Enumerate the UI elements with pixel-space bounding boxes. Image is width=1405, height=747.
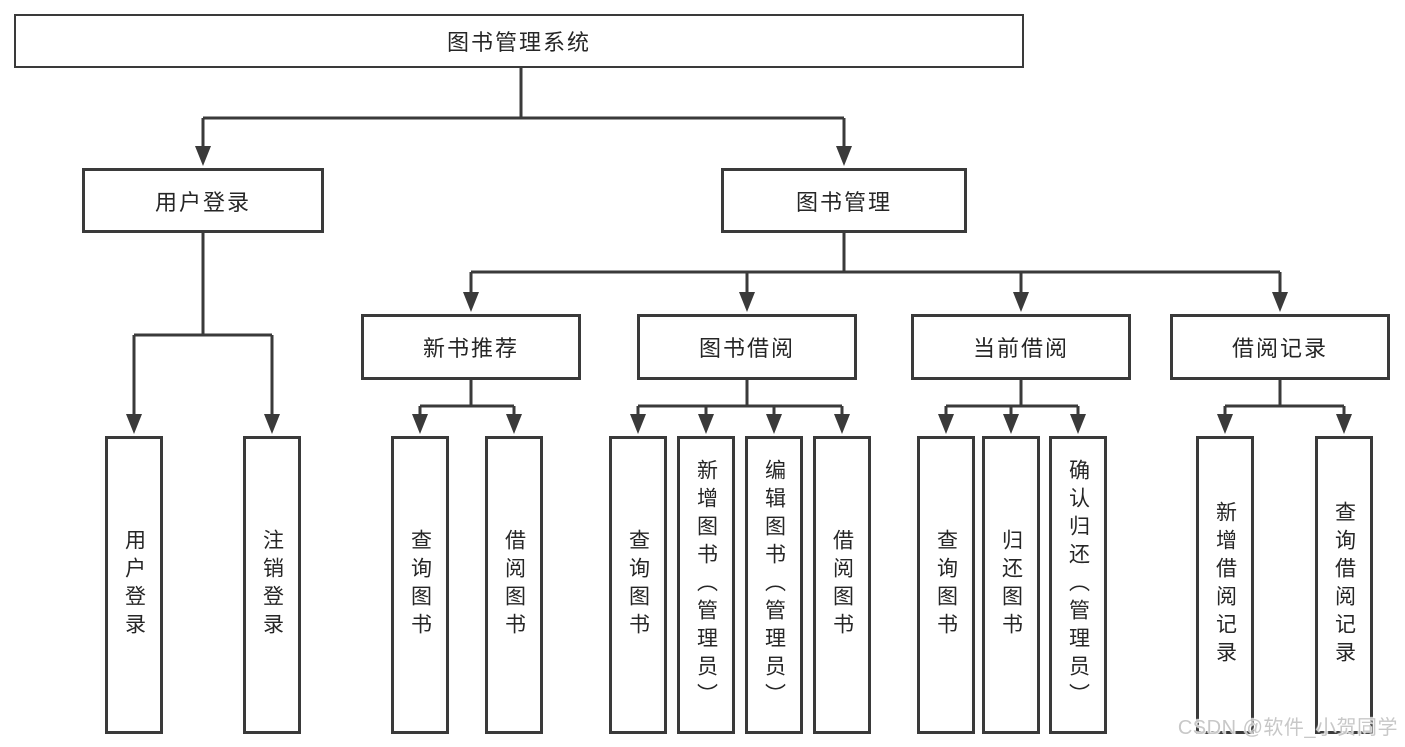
arrow-down-icon [938, 414, 954, 434]
node-label: 图书管理系统 [446, 30, 591, 55]
node-new-book-recommendation: 新书推荐 [361, 314, 581, 380]
node-borrowing-records: 借阅记录 [1170, 314, 1390, 380]
node-book-borrowing: 图书借阅 [637, 314, 857, 380]
leaf-label: 注销登录 [260, 529, 284, 641]
leaf-label: 查询借阅记录 [1332, 501, 1356, 669]
connector-path [132, 68, 1346, 418]
arrow-down-icon [836, 146, 852, 166]
node-book-management: 图书管理 [721, 168, 967, 233]
arrow-down-icon [630, 414, 646, 434]
arrow-down-icon [1272, 292, 1288, 312]
arrow-down-icon [126, 414, 142, 434]
node-label: 当前借阅 [972, 336, 1069, 361]
leaf-label: 用户登录 [122, 529, 146, 641]
arrow-down-icon [1217, 414, 1233, 434]
node-label: 图书借阅 [698, 336, 795, 361]
node-label: 用户登录 [154, 189, 251, 215]
leaf-return-books: 归还图书 [982, 436, 1040, 734]
leaf-label: 确认归还（管理员） [1066, 459, 1090, 711]
leaf-label: 新增图书（管理员） [694, 459, 718, 711]
arrowheads [126, 146, 1352, 434]
arrow-down-icon [1070, 414, 1086, 434]
node-label: 借阅记录 [1231, 336, 1328, 361]
leaf-label: 查询图书 [408, 529, 432, 641]
leaf-borrow-books-borrowing: 借阅图书 [813, 436, 871, 734]
leaf-add-books-admin: 新增图书（管理员） [677, 436, 735, 734]
leaf-logout: 注销登录 [243, 436, 301, 734]
leaf-confirm-return-admin: 确认归还（管理员） [1049, 436, 1107, 734]
leaf-user-login: 用户登录 [105, 436, 163, 734]
arrow-down-icon [766, 414, 782, 434]
leaf-query-books-recommend: 查询图书 [391, 436, 449, 734]
watermark-csdn: CSDN @软件_小贺同学 [1177, 717, 1398, 739]
leaf-label: 借阅图书 [502, 529, 526, 641]
arrow-down-icon [463, 292, 479, 312]
leaf-borrow-books-recommend: 借阅图书 [485, 436, 543, 734]
arrow-down-icon [264, 414, 280, 434]
leaf-label: 借阅图书 [830, 529, 854, 641]
arrow-down-icon [698, 414, 714, 434]
leaf-label: 新增借阅记录 [1213, 501, 1237, 669]
arrow-down-icon [412, 414, 428, 434]
node-label: 图书管理 [795, 189, 892, 215]
arrow-down-icon [1013, 292, 1029, 312]
arrow-down-icon [1336, 414, 1352, 434]
node-library-management-system: 图书管理系统 [14, 14, 1024, 68]
node-user-login: 用户登录 [82, 168, 324, 233]
leaf-label: 编辑图书（管理员） [762, 459, 786, 711]
arrow-down-icon [834, 414, 850, 434]
arrow-down-icon [506, 414, 522, 434]
leaf-query-books-borrowing: 查询图书 [609, 436, 667, 734]
leaf-query-books-current: 查询图书 [917, 436, 975, 734]
arrow-down-icon [1003, 414, 1019, 434]
leaf-label: 归还图书 [999, 529, 1023, 641]
arrow-down-icon [195, 146, 211, 166]
leaf-query-borrow-record: 查询借阅记录 [1315, 436, 1373, 734]
node-current-borrowing: 当前借阅 [911, 314, 1131, 380]
leaf-edit-books-admin: 编辑图书（管理员） [745, 436, 803, 734]
arrow-down-icon [739, 292, 755, 312]
leaf-label: 查询图书 [626, 529, 650, 641]
node-label: 新书推荐 [422, 336, 519, 361]
leaf-add-borrow-record: 新增借阅记录 [1196, 436, 1254, 734]
leaf-label: 查询图书 [934, 529, 958, 641]
